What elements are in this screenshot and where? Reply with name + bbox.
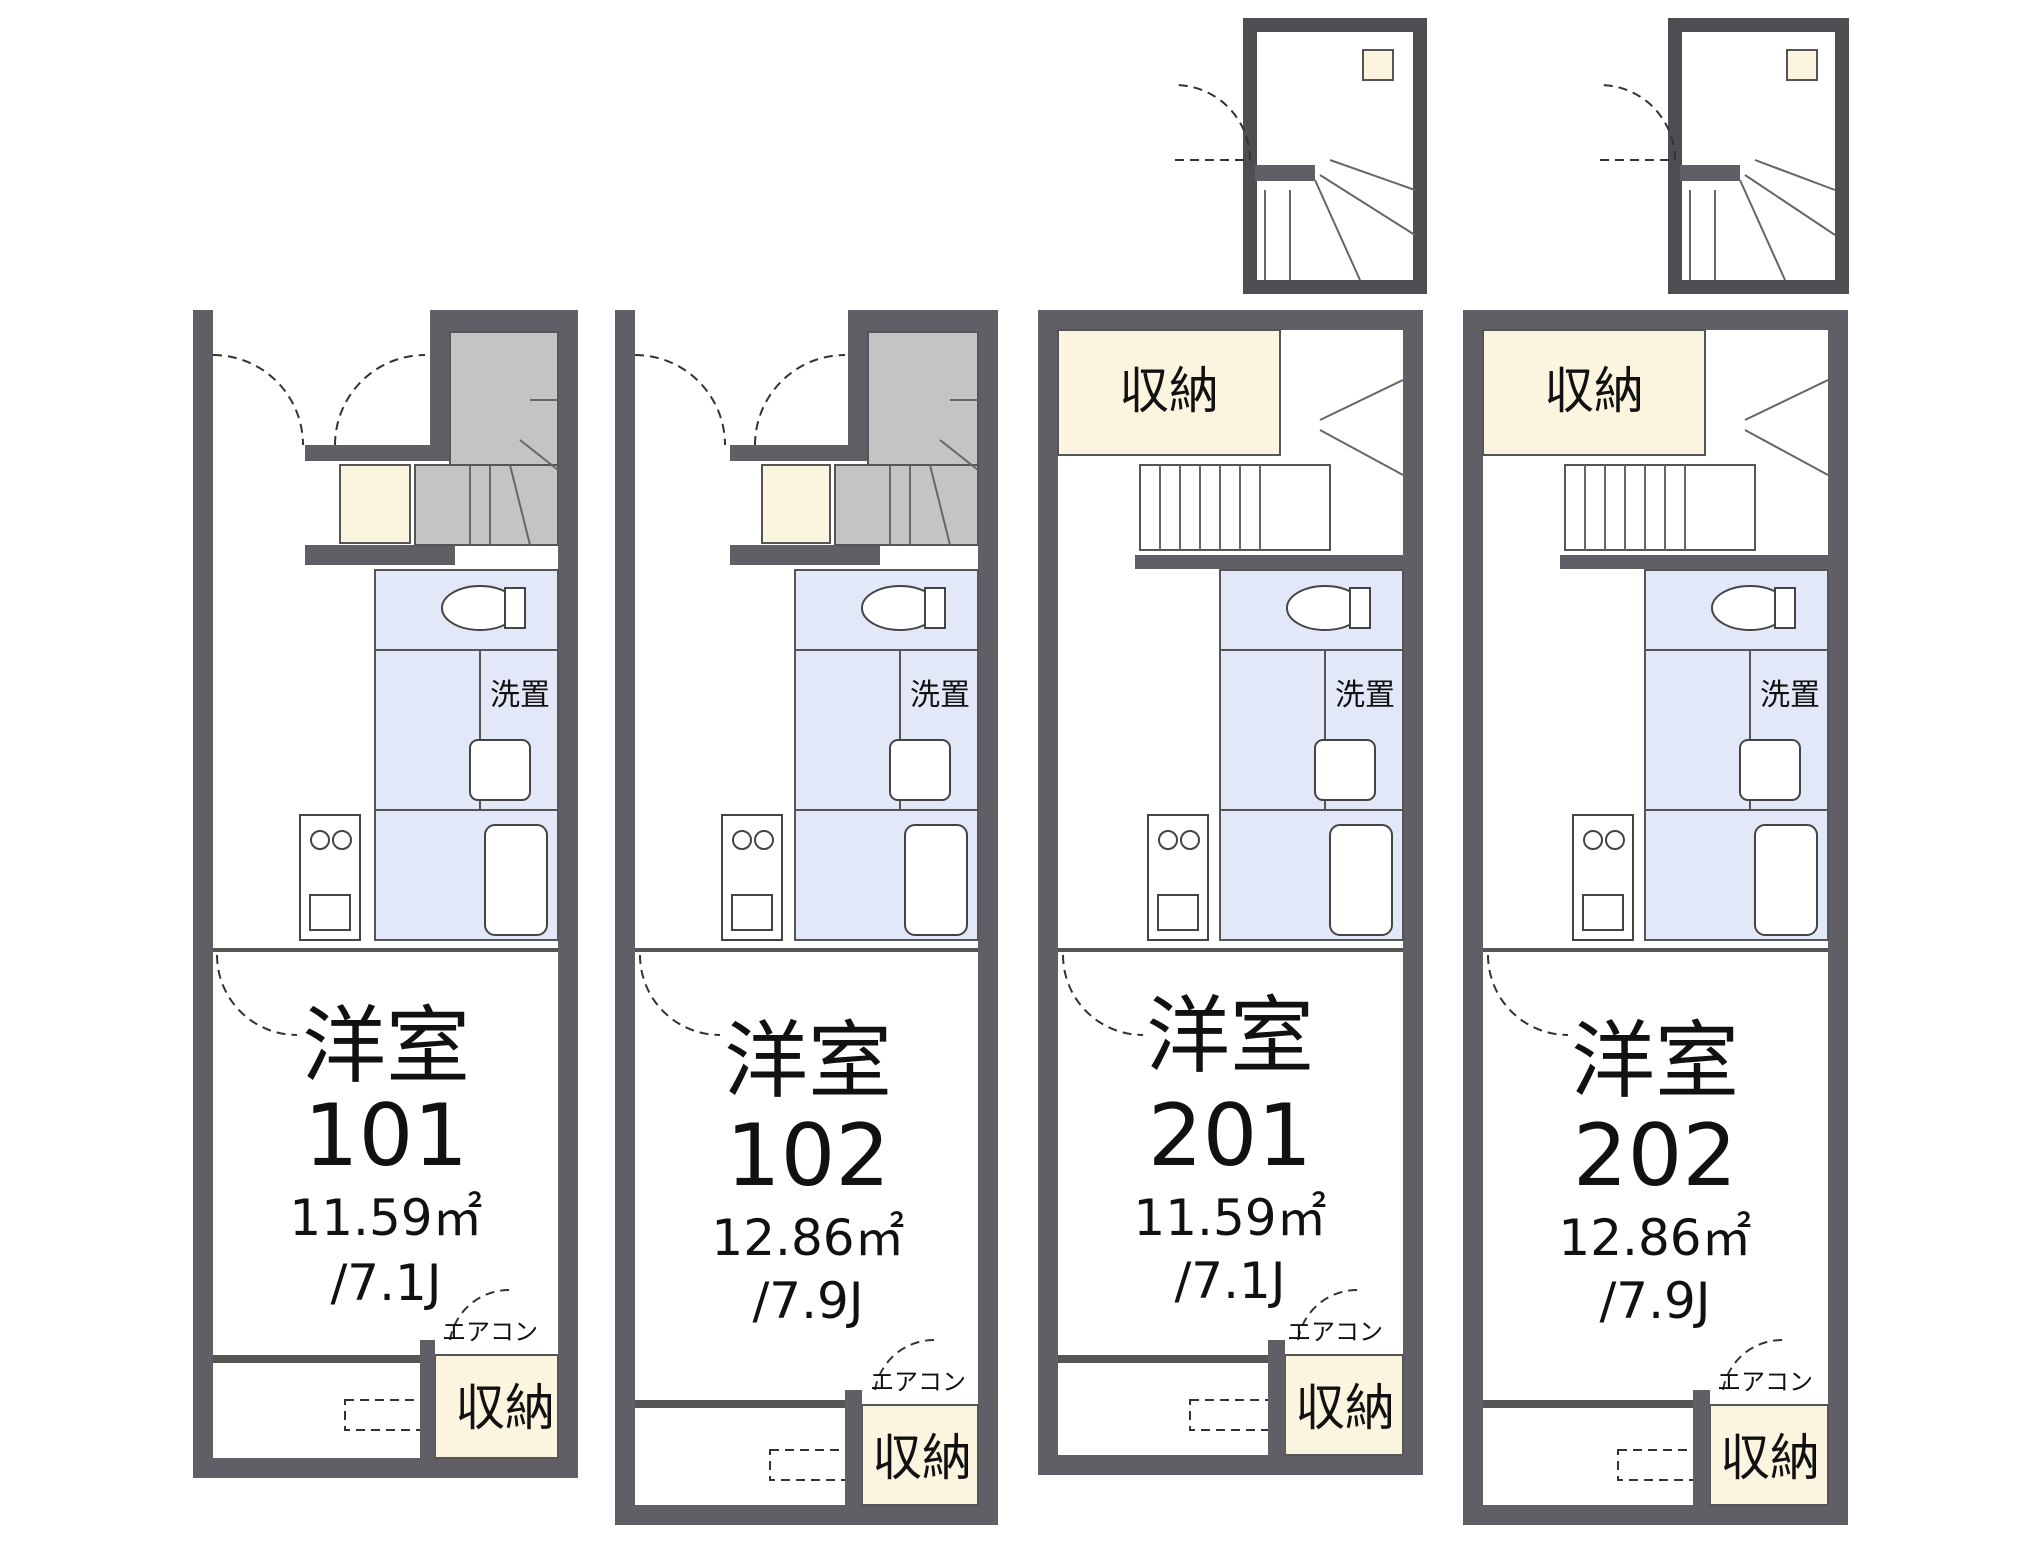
stair-101 [414, 464, 559, 546]
aircon-label: エアコン [1287, 1318, 1383, 1346]
unit-101: 洗置 収納 エアコン 洋室 101 11.59㎡ /7.1J [193, 310, 578, 1478]
loft-storage-label: 収納 [1544, 362, 1644, 420]
bathtub-icon [484, 824, 548, 936]
washer-label: 洗置 [910, 678, 970, 713]
unit-number-label: 101 [304, 1086, 468, 1186]
shoe-closet-101 [339, 464, 411, 544]
unit-202: 収納 洗置 収納 エアコン 洋室 202 12.86㎡ [1463, 18, 1849, 1525]
sink-icon [1314, 739, 1376, 801]
sink-icon [1739, 739, 1801, 801]
room-type-label: 洋室 [302, 997, 470, 1095]
loft-storage-202 [1482, 329, 1706, 456]
washer-label: 洗置 [490, 678, 550, 713]
washer-label: 洗置 [1760, 678, 1820, 713]
unit-number-label: 202 [1573, 1106, 1737, 1206]
loft-storage-label: 収納 [1119, 362, 1219, 420]
loft-storage-201 [1057, 329, 1281, 456]
storage-label: 収納 [1720, 1429, 1820, 1487]
jo-label: /7.9J [752, 1272, 863, 1330]
area-label: 12.86㎡ [1558, 1209, 1751, 1267]
room-type-label: 洋室 [1146, 987, 1314, 1085]
shoe-closet-102 [761, 464, 831, 544]
jo-label: /7.1J [1174, 1252, 1285, 1310]
storage-label: 収納 [455, 1379, 555, 1437]
unit-201: 収納 洗置 収納 エアコン 洋室 201 11.59㎡ [1038, 18, 1427, 1475]
area-label: 12.86㎡ [711, 1209, 904, 1267]
stair-102 [834, 464, 979, 546]
jo-label: /7.1J [330, 1254, 441, 1312]
bathtub-icon [904, 824, 968, 936]
room-type-label: 洋室 [1571, 1012, 1739, 1110]
aircon-label: エアコン [1717, 1368, 1813, 1396]
bathtub-icon [1329, 824, 1393, 936]
bathtub-icon [1754, 824, 1818, 936]
aircon-label: エアコン [442, 1318, 538, 1346]
area-label: 11.59㎡ [1133, 1189, 1326, 1247]
storage-label: 収納 [1295, 1379, 1395, 1437]
storage-label: 収納 [872, 1429, 972, 1487]
unit-number-label: 201 [1148, 1086, 1312, 1186]
sink-icon [469, 739, 531, 801]
sink-icon [889, 739, 951, 801]
unit-number-label: 102 [726, 1106, 890, 1206]
jo-label: /7.9J [1599, 1272, 1710, 1330]
washer-label: 洗置 [1335, 678, 1395, 713]
unit-102: 洗置 収納 エアコン 洋室 102 12.86㎡ /7.9J [615, 310, 998, 1525]
aircon-label: エアコン [870, 1368, 966, 1396]
room-type-label: 洋室 [724, 1012, 892, 1110]
area-label: 11.59㎡ [289, 1189, 482, 1247]
